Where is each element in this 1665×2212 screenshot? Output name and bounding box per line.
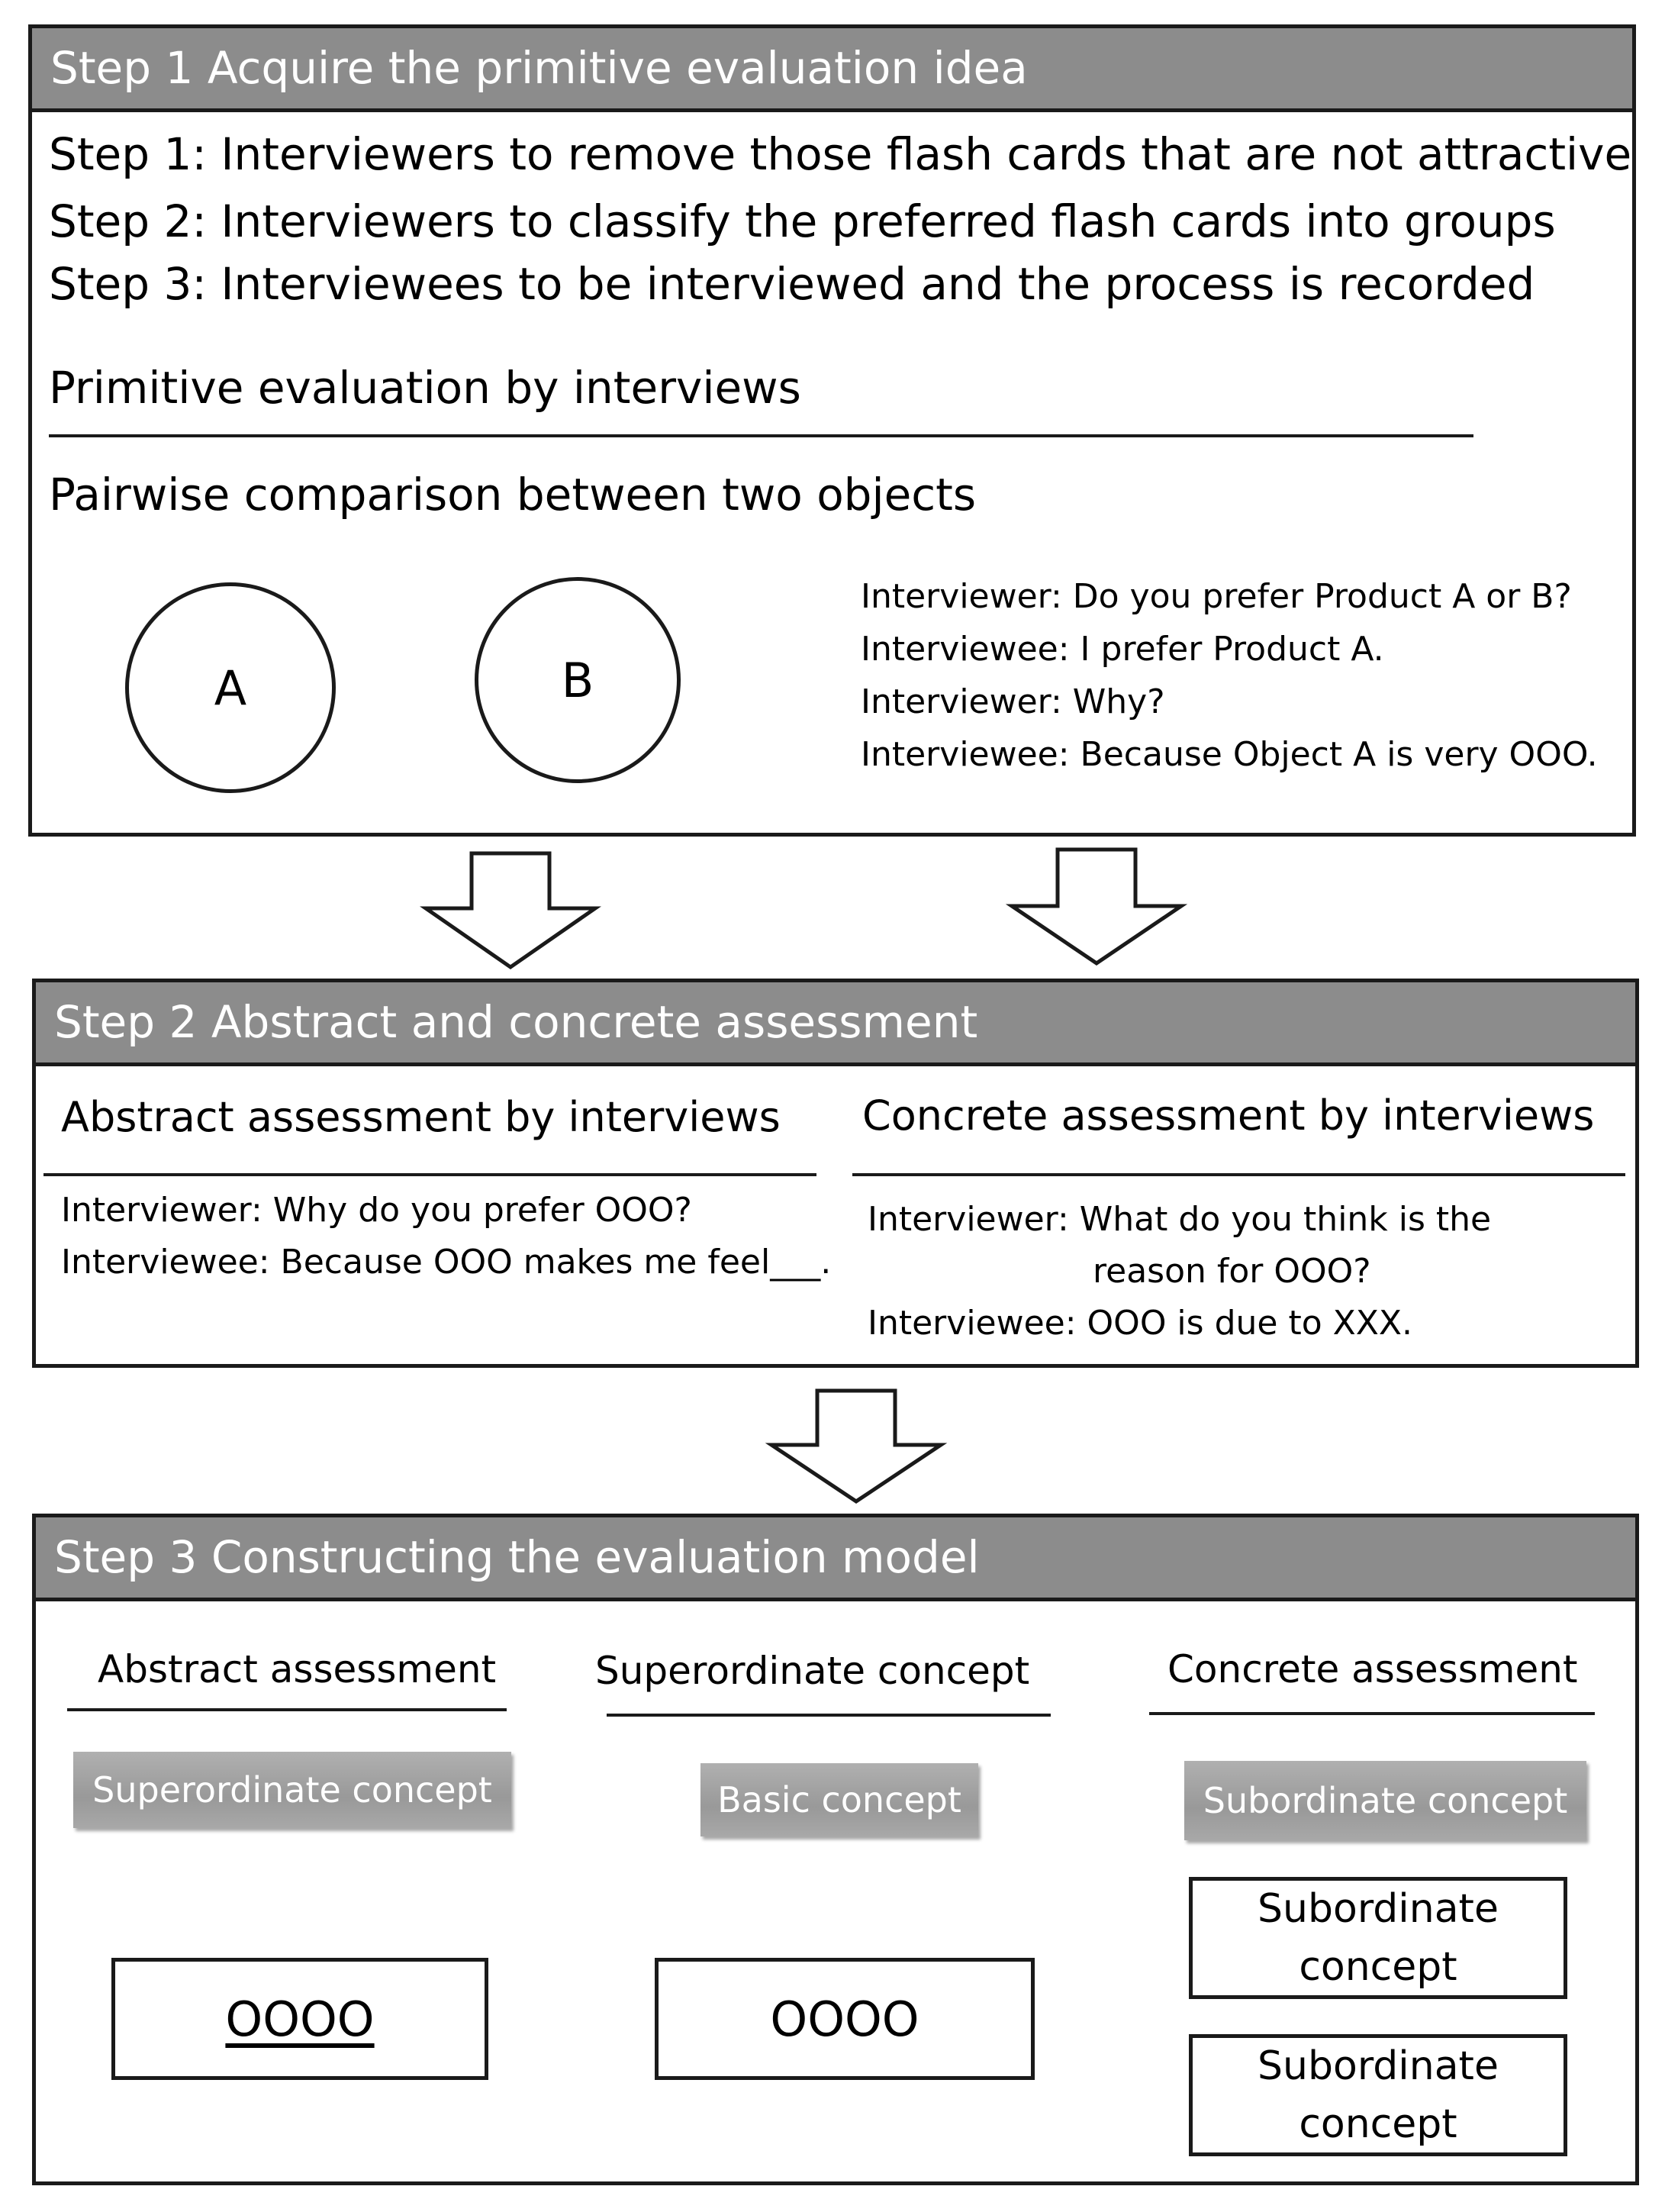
chip-superordinate-concept: Superordinate concept (73, 1752, 511, 1828)
object-a-label: A (214, 659, 247, 716)
node-subordinate-2: Subordinate concept (1189, 2034, 1567, 2156)
step1-line-3: Step 3: Interviewees to be interviewed a… (49, 258, 1535, 310)
step1-dialogue-1: Interviewer: Do you prefer Product A or … (861, 577, 1572, 616)
chip-basic-concept: Basic concept (700, 1763, 978, 1836)
step3-column-concrete-rule (1149, 1712, 1595, 1715)
step3-column-superordinate-heading: Superordinate concept (595, 1649, 1030, 1693)
step1-header: Step 1 Acquire the primitive evaluation … (32, 28, 1632, 112)
node-subordinate-1: Subordinate concept (1189, 1877, 1567, 1999)
chip-subordinate-concept: Subordinate concept (1184, 1761, 1586, 1840)
step2-header: Step 2 Abstract and concrete assessment (36, 982, 1635, 1066)
concrete-assessment-rule (852, 1173, 1625, 1176)
down-arrow-left (420, 851, 601, 970)
step1-dialogue-4: Interviewee: Because Object A is very OO… (861, 735, 1598, 774)
concrete-dialogue-2: reason for OOO? (1093, 1252, 1371, 1291)
step3-header: Step 3 Constructing the evaluation model (36, 1517, 1635, 1601)
step1-line-1: Step 1: Interviewers to remove those fla… (49, 128, 1632, 180)
step3-column-concrete-heading: Concrete assessment (1167, 1647, 1578, 1691)
abstract-dialogue-2: Interviewee: Because OOO makes me feel__… (61, 1243, 832, 1282)
node-subordinate-1-line2: concept (1299, 1944, 1457, 1990)
step1-line-2: Step 2: Interviewers to classify the pre… (49, 195, 1556, 247)
abstract-assessment-rule (43, 1173, 816, 1176)
concrete-assessment-heading: Concrete assessment by interviews (862, 1091, 1595, 1140)
object-b-circle: B (475, 577, 681, 783)
object-a-circle: A (125, 582, 336, 793)
step3-column-superordinate-rule (607, 1714, 1051, 1717)
pairwise-comparison-heading: Pairwise comparison between two objects (49, 469, 977, 521)
object-b-label: B (561, 652, 594, 708)
down-arrow-right (1005, 847, 1188, 966)
concrete-dialogue-3: Interviewee: OOO is due to XXX. (868, 1304, 1413, 1343)
node-basic-oooo: OOOO (655, 1958, 1035, 2080)
node-abstract-label: OOOO (225, 1991, 375, 2047)
node-subordinate-2-line1: Subordinate (1258, 2043, 1499, 2089)
node-subordinate-1-line1: Subordinate (1258, 1886, 1499, 1932)
abstract-assessment-heading: Abstract assessment by interviews (61, 1093, 781, 1141)
step1-dialogue-3: Interviewer: Why? (861, 682, 1165, 721)
node-abstract-oooo: OOOO (111, 1958, 488, 2080)
step1-dialogue-2: Interviewee: I prefer Product A. (861, 630, 1384, 669)
down-arrow-center (765, 1388, 948, 1504)
step3-column-abstract-heading: Abstract assessment (98, 1647, 497, 1691)
node-subordinate-2-line2: concept (1299, 2101, 1457, 2147)
primitive-evaluation-rule (49, 434, 1473, 437)
node-basic-label: OOOO (770, 1991, 919, 2047)
step3-column-abstract-rule (67, 1708, 507, 1711)
abstract-dialogue-1: Interviewer: Why do you prefer OOO? (61, 1191, 692, 1230)
primitive-evaluation-heading: Primitive evaluation by interviews (49, 362, 801, 414)
concrete-dialogue-1: Interviewer: What do you think is the (868, 1200, 1492, 1239)
